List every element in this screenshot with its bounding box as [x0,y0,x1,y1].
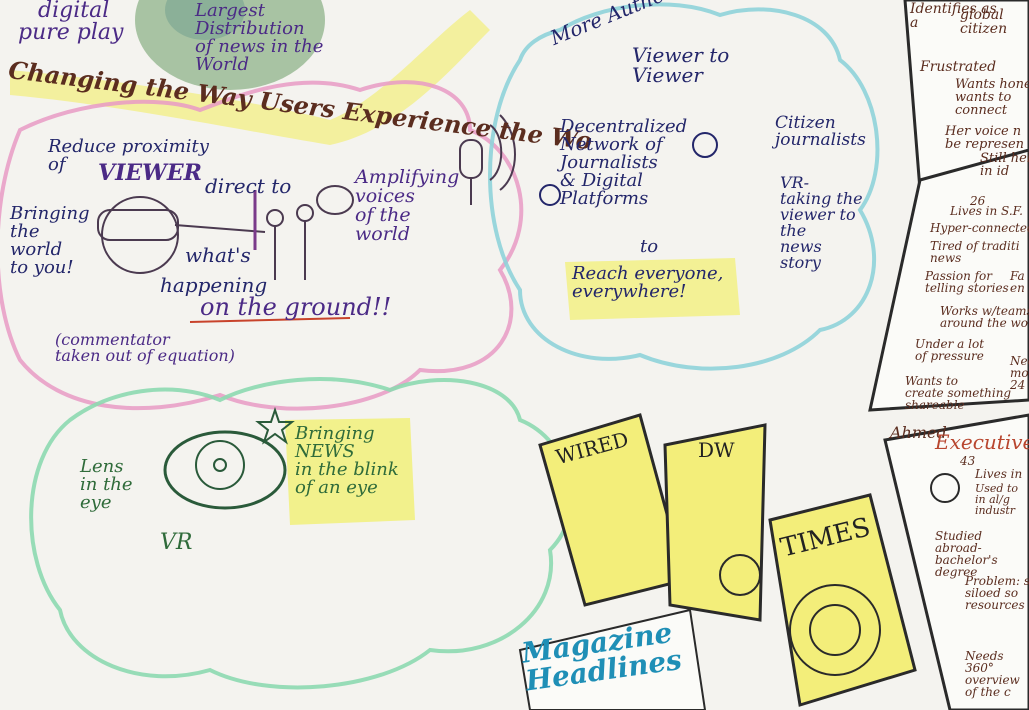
text-under-pressure: Under a lot of pressure [915,337,985,363]
text-frustrated: Frustrated [920,59,997,75]
text-passion: Passion for telling stories [925,269,1009,295]
people-icon [266,204,314,280]
magazine-dw-title: DW [698,438,735,462]
text-bringing-world: Bringing the world to you! [10,203,90,278]
text-reach-everyone: Reach everyone, everywhere! [572,263,724,302]
text-identifies: Identifies as a [910,1,997,31]
magazine-dw [663,423,767,622]
text-decentralized: Decentralized Network of Journalists & D… [560,116,688,209]
text-her-voice: Her voice n be represen [945,124,1025,152]
speech-bubble-icon [316,185,354,215]
text-reduce-proximity: Reduce proximity of [48,136,209,175]
text-lens-in-eye: Lens in the eye [80,456,133,513]
microphone-icon [459,114,516,205]
text-citizen-journalists: Citizen journalists [775,113,866,150]
text-wants-create: Wants to create something shareable [905,374,1012,412]
text-used-to: Used to in al/g industr [975,482,1019,517]
text-problem: Problem: sy siloed so resources [965,574,1029,612]
eye-icon [163,430,287,510]
text-on-the-ground: on the ground!! [200,293,392,321]
text-amplifying: Amplifying voices of the world [355,166,460,245]
text-viewer: VIEWER [98,160,202,186]
journalist-icon-2 [539,184,561,206]
text-age-26: 26 [970,194,986,208]
banner-highlight [10,10,490,145]
text-fa: Fa en [1010,269,1025,295]
text-largest-distribution: Largest Distribution of news in the Worl… [195,0,324,75]
text-hyper-connected: Hyper-connected [930,221,1029,235]
left-cloud [0,80,524,411]
text-global-citizen: global citizen [960,7,1008,37]
text-pure-play: pure play [18,20,124,45]
text-digital: digital [38,0,110,23]
text-to: to [640,236,659,257]
text-viewer-to-viewer: Viewer to Viewer [632,43,730,87]
text-direct-to: direct to [205,174,292,198]
text-works-teams: Works w/teams around the wor [940,304,1029,330]
bottom-cloud [29,377,574,690]
text-vr-taking: VR- taking the viewer to the news story [780,173,863,272]
text-still-hel: Still hel in id [980,151,1029,179]
magazine-times [768,493,917,707]
ahmed-avatar [930,473,960,503]
journalist-icon [692,132,718,158]
star-icon [255,406,295,445]
text-needs: Needs 360° overview of the c [965,649,1020,699]
center-cloud [488,2,880,371]
text-wants-honest: Wants hone wants to connect [955,77,1029,118]
persona-name: Ahmed [890,423,947,442]
text-studied: Studied abroad- bachelor's degree [935,529,998,579]
text-lives-sf: Lives in S.F. [950,204,1023,218]
text-lives-in: Lives in [975,467,1023,481]
text-tired: Tired of traditi news [930,239,1020,265]
magazine-headlines-scroll [518,608,707,710]
text-happening: happening [160,273,268,297]
text-whats: what's [185,243,251,267]
vr-face-icon [101,196,179,274]
persona-card-mid [868,148,1029,412]
persona-role: Executive [935,430,1029,454]
text-vr: VR [160,530,193,555]
persona-age: 43 [960,454,976,468]
persona-card-bottom [883,413,1029,710]
text-nee: Nee mo 24 [1010,354,1029,392]
text-commentator: (commentator taken out of equation) [55,330,235,365]
persona-card-top [903,0,1029,193]
text-bringing-news: Bringing NEWS in the blink of an eye [295,423,399,498]
